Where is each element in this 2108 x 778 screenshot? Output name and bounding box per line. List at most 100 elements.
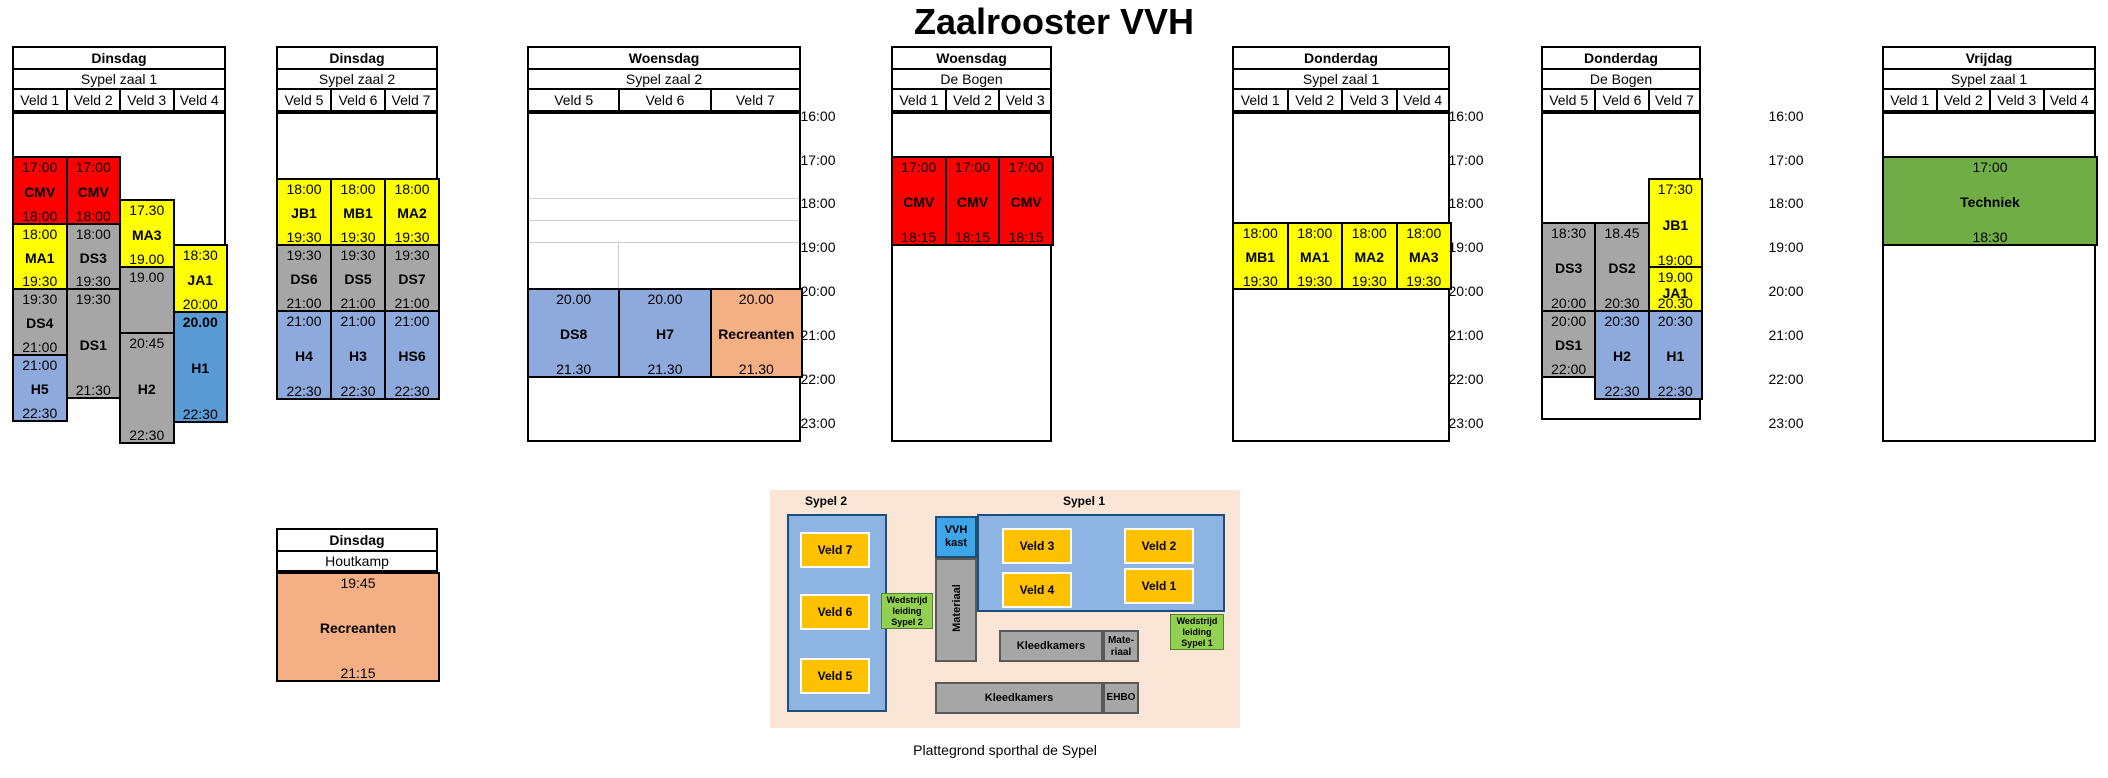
end-time: 20.30 (1657, 295, 1693, 311)
gridline (618, 242, 620, 288)
start-time: 19:30 (286, 247, 322, 263)
start-time: 21:00 (340, 313, 376, 329)
wedstrijdleiding-label: Wedstrijd (1176, 616, 1218, 626)
group-name: JA1 (187, 272, 214, 288)
time-label: 19:00 (1768, 239, 1804, 255)
time-label: 17:00 (800, 152, 836, 168)
time-label: 23:00 (800, 415, 836, 431)
start-time: 20.00 (738, 291, 774, 307)
day-header: Dinsdag (12, 46, 226, 70)
start-time: 20:00 (1551, 313, 1587, 329)
group-name: JB1 (291, 205, 317, 221)
end-time: 22:00 (1551, 361, 1587, 377)
field-header-veld-7: Veld 7 (384, 88, 438, 112)
time-label: 16:00 (800, 108, 836, 124)
time-label: 16:00 (1768, 108, 1804, 124)
end-time: 21:00 (340, 295, 376, 311)
end-time: 21:00 (22, 339, 58, 355)
field-header-veld-2: Veld 2 (944, 88, 1001, 112)
group-name: H1 (1666, 348, 1685, 364)
start-time: 18:30 (1551, 225, 1587, 241)
end-time: 20:00 (1551, 295, 1587, 311)
time-label: 23:00 (1448, 415, 1484, 431)
field-header-veld-5: Veld 5 (1541, 88, 1597, 112)
end-time: 19:30 (1406, 273, 1442, 289)
field-header-veld-5: Veld 5 (276, 88, 332, 112)
group-name: DS7 (398, 271, 426, 287)
group-name: H5 (30, 381, 49, 397)
vvh-kast-label: kast (944, 537, 968, 549)
end-time: 21:00 (394, 295, 430, 311)
materiaal-label: Mate- (1107, 635, 1135, 646)
end-time: 18:15 (901, 229, 937, 245)
group-name: CMV (77, 184, 109, 200)
time-label: 18:00 (1448, 195, 1484, 211)
end-time: 19:30 (1242, 273, 1278, 289)
group-name: CMV (1010, 194, 1042, 210)
map-veld-2: Veld 2 (1124, 528, 1194, 564)
group-name: Techniek (1960, 194, 2020, 210)
materiaal-label: Materiaal (951, 584, 963, 632)
group-name: DS3 (1555, 260, 1583, 276)
end-time: 22:30 (129, 427, 165, 443)
start-time: 21:00 (286, 313, 322, 329)
start-time: 18:00 (340, 181, 376, 197)
field-header-veld-6: Veld 6 (1594, 88, 1650, 112)
sypel-1-label: Sypel 1 (1063, 494, 1106, 508)
group-name: MB1 (343, 205, 373, 221)
day-header: Dinsdag (276, 528, 438, 552)
group-name: DS2 (1608, 260, 1636, 276)
field-header-veld-1: Veld 1 (1882, 88, 1938, 112)
wedstrijdleiding-label: leiding (892, 606, 922, 616)
start-time: 19:30 (394, 247, 430, 263)
start-time: 20:30 (1604, 313, 1640, 329)
start-time: 17:00 (22, 159, 58, 175)
group-name: CMV (24, 184, 56, 200)
end-time: 18:15 (1008, 229, 1044, 245)
map-veld-3: Veld 3 (1002, 528, 1072, 564)
field-header-veld-3: Veld 3 (119, 88, 175, 112)
time-label: 22:00 (1768, 371, 1804, 387)
start-time: 20:45 (129, 335, 165, 351)
